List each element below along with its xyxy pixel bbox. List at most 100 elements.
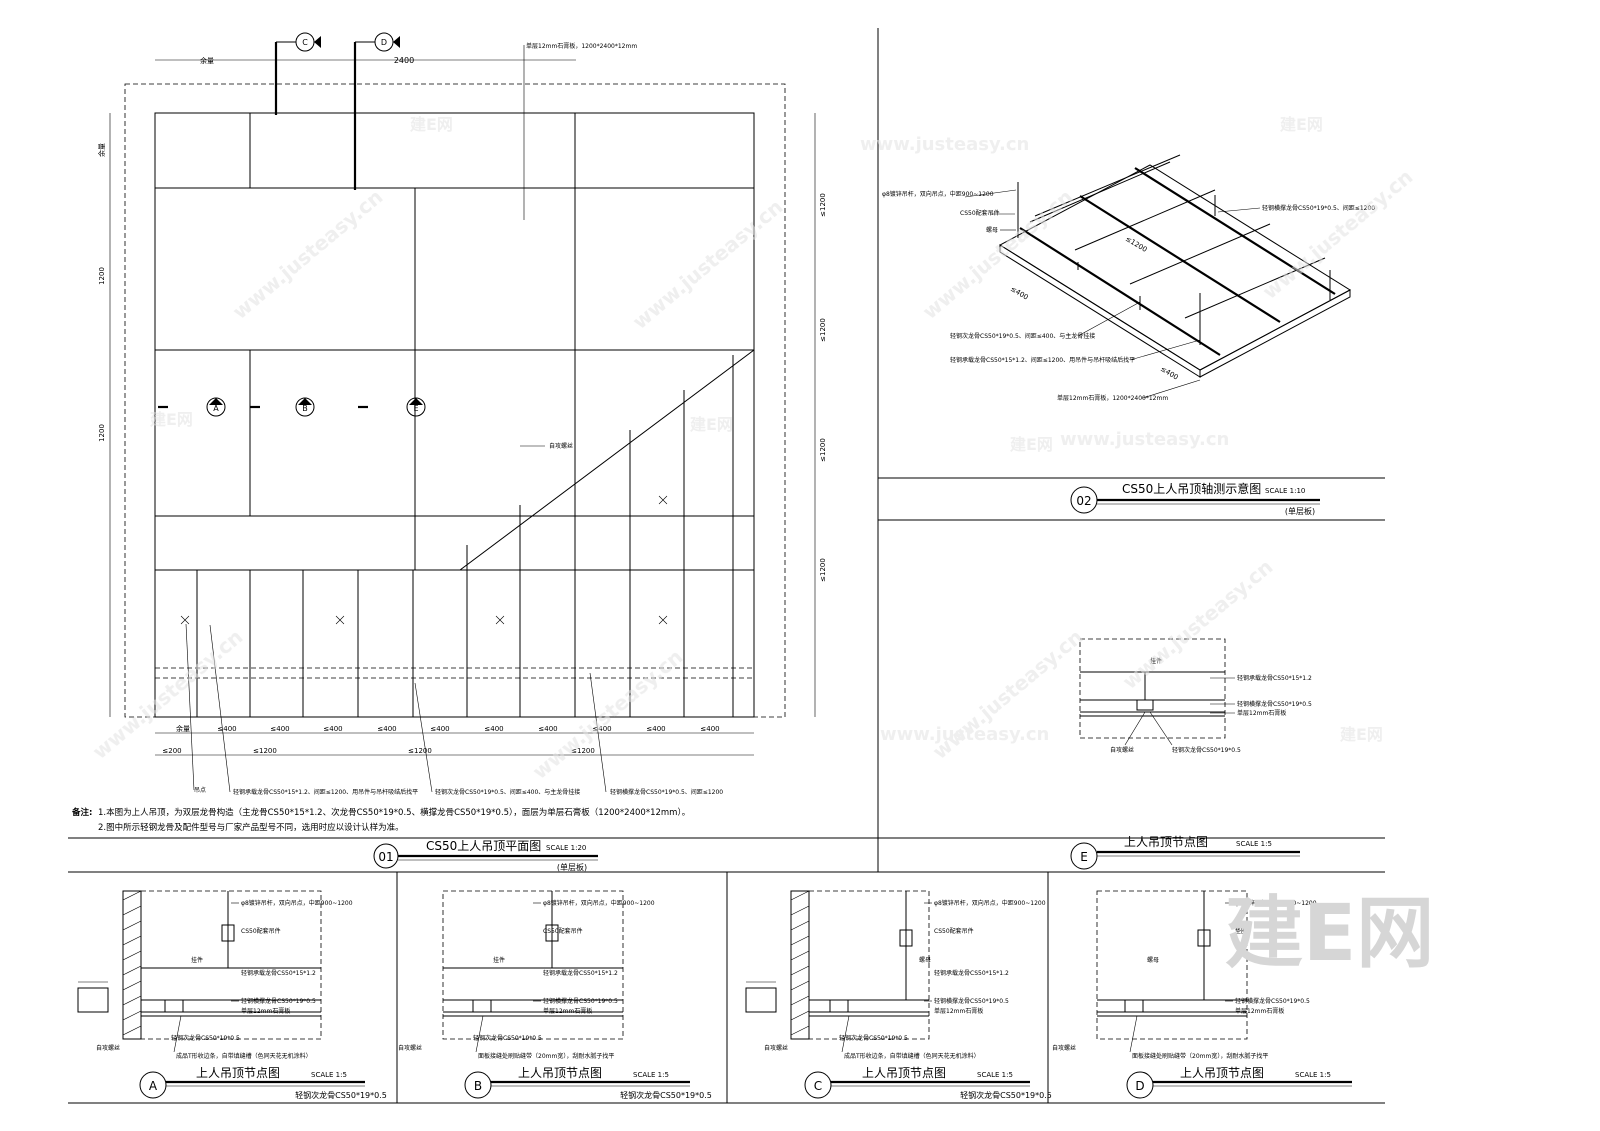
watermark-brand-1: 建E网: [150, 410, 193, 429]
plan-main-keel-label: 轻钢承载龙骨CS50*15*1.2、间距≤1200、用吊件与吊杆吸结后找平: [233, 788, 418, 796]
iso-sub: (单层板): [1285, 506, 1315, 516]
detail-c-cross: 轻钢横撑龙骨CS50*19*0.5: [934, 997, 1009, 1005]
dimension-lines: 2400 余量 1200 1200 余量 ≤1200 ≤1200 ≤1200 ≤…: [97, 56, 827, 756]
iso-board-label: 单层12mm石膏板，1200*2400*12mm: [1057, 394, 1168, 402]
watermark-site-6: www.justeasy.cn: [528, 644, 688, 783]
watermark-site-5: www.justeasy.cn: [88, 624, 248, 763]
detail-a-extra1: 自攻螺丝: [96, 1044, 120, 1052]
detail-a-sub-board: 轻钢次龙骨CS50*19*0.5: [295, 1090, 387, 1100]
iso-title: CS50上人吊顶轴测示意图: [1122, 481, 1261, 496]
detail-b-sub-board: 轻钢次龙骨CS50*19*0.5: [620, 1090, 712, 1100]
detail-b-letter: B: [474, 1079, 482, 1093]
detail-b: [442, 890, 624, 1040]
dim-400-7: ≤400: [538, 725, 557, 733]
detail-c-scale: SCALE 1:5: [977, 1071, 1013, 1079]
iso-cross-label: 轻钢横撑龙骨CS50*19*0.5、间距≤1200: [1262, 204, 1375, 212]
detail-a-cross: 轻钢横撑龙骨CS50*19*0.5: [241, 997, 316, 1005]
detail-c-hanger: CS50配套吊件: [934, 927, 974, 935]
watermark-site-8: www.justeasy.cn: [1118, 554, 1278, 693]
section-marker-c: C: [302, 38, 308, 47]
dim-400-2: ≤400: [270, 725, 289, 733]
detail-c-extra1: 自攻螺丝: [764, 1044, 788, 1052]
dim-1200-left-a: 1200: [98, 267, 106, 285]
plan-hanger-point-label: 吊点: [194, 786, 206, 794]
detail-b-board: 单层12mm石膏板: [543, 1007, 592, 1015]
watermark-site-11: www.justeasy.cn: [880, 724, 1049, 745]
dim-400-1: ≤400: [217, 725, 236, 733]
plan-leaders: 单层12mm石膏板，1200*2400*12mm 自攻螺丝 吊点 轻钢承载龙骨C…: [185, 42, 723, 796]
detail-c-letter: C: [814, 1079, 822, 1093]
detail-labels: φ8镀锌吊杆，双向吊点，中距900~1200CS50配套吊件挂件轻钢承载龙骨CS…: [96, 899, 1352, 1100]
dim-400-3: ≤400: [323, 725, 342, 733]
dim-top-label: 2400: [394, 56, 414, 65]
detail-e-sub: 轻钢次龙骨CS50*19*0.5: [1172, 746, 1241, 754]
detail-e-hang: 挂件: [1150, 657, 1162, 665]
detail-d-board: 单层12mm石膏板: [1235, 1007, 1284, 1015]
plan-sub: (单层板): [557, 862, 587, 872]
detail-b-hanger: CS50配套吊件: [543, 927, 583, 935]
detail-c-extra2: 成品T形收边条，自带填缝槽（色同天花无机涂料）: [844, 1052, 980, 1060]
detail-d-title: 上人吊顶节点图: [1180, 1066, 1264, 1080]
detail-a-extra2: 成品T形收边条，自带填缝槽（色同天花无机涂料）: [176, 1052, 312, 1060]
detail-e-main: 轻钢承载龙骨CS50*15*1.2: [1237, 674, 1312, 682]
detail-d-rod: φ8镀锌吊杆，中距900~1200: [1235, 899, 1317, 907]
detail-b-extra1: 自攻螺丝: [398, 1044, 422, 1052]
dim-bottom-margin: 余量: [176, 724, 190, 733]
ceiling-plan: 2400 余量 1200 1200 余量 ≤1200 ≤1200 ≤1200 ≤…: [71, 32, 827, 872]
watermark-site-1: www.justeasy.cn: [228, 184, 388, 323]
plan-note-1: 1.本图为上人吊顶，为双层龙骨构造（主龙骨CS50*15*1.2、次龙骨CS50…: [98, 807, 690, 818]
detail-c-sub: 轻钢次龙骨CS50*19*0.5: [839, 1034, 908, 1042]
detail-e: 挂件 轻钢承载龙骨CS50*15*1.2 轻钢横撑龙骨CS50*19*0.5 单…: [1070, 638, 1312, 870]
detail-a-letter: A: [149, 1079, 158, 1093]
plan-cross-keel-label: 轻钢横撑龙骨CS50*19*0.5、间距≤1200: [610, 788, 723, 796]
dim-right-c: ≤1200: [819, 438, 827, 462]
iso-dim-400-a: ≤400: [1009, 285, 1030, 302]
plan-note-label: 备注:: [71, 807, 92, 818]
section-marker-e: E: [413, 404, 418, 413]
dim-right-d: ≤1200: [819, 558, 827, 582]
detail-d-scale: SCALE 1:5: [1295, 1071, 1331, 1079]
detail-a-circle: [139, 1071, 167, 1099]
detail-d: [1096, 890, 1248, 1040]
watermark-brand-5: 建E网: [1280, 115, 1323, 134]
detail-a-hanger: CS50配套吊件: [241, 927, 281, 935]
detail-d-hang: 螺母: [1147, 956, 1159, 964]
watermark-site-10: www.justeasy.cn: [1060, 429, 1229, 450]
dim-right-b: ≤1200: [819, 318, 827, 342]
detail-b-scale: SCALE 1:5: [633, 1071, 669, 1079]
hanger-points: [180, 495, 668, 625]
detail-b-main: 轻钢承载龙骨CS50*15*1.2: [543, 969, 618, 977]
watermark-brand-3: 建E网: [690, 415, 733, 434]
plan-board-label: 单层12mm石膏板，1200*2400*12mm: [526, 42, 637, 50]
watermark-site-4: www.justeasy.cn: [1258, 164, 1418, 303]
watermark-brand-4: 建E网: [1010, 435, 1053, 454]
detail-b-title: 上人吊顶节点图: [518, 1066, 602, 1080]
detail-d-circle: [1126, 1071, 1154, 1099]
leader-line: [173, 1015, 182, 1053]
detail-a-rod: φ8镀锌吊杆，双向吊点，中距900~1200: [241, 899, 353, 907]
watermark-brand-2: 建E网: [410, 115, 453, 134]
isometric-view: φ8镀锌吊杆，双向吊点，中距900~1200 CS50配套吊件 螺母 轻钢横撑龙…: [882, 154, 1375, 516]
detail-c-hang: 螺母: [919, 956, 931, 964]
leader-line: [841, 1015, 850, 1053]
detail-c-board: 单层12mm石膏板: [934, 1007, 983, 1015]
dim-1200-b2: ≤1200: [408, 747, 432, 755]
iso-number: 02: [1076, 494, 1091, 508]
detail-a: [77, 890, 322, 1040]
detail-c: [745, 890, 930, 1040]
detail-b-hang: 挂件: [493, 956, 505, 964]
dim-400-9: ≤400: [646, 725, 665, 733]
detail-b-rod: φ8镀锌吊杆，双向吊点，中距900~1200: [543, 899, 655, 907]
dim-1200-b1: ≤1200: [253, 747, 277, 755]
section-marker-b: B: [302, 404, 308, 413]
plan-number: 01: [378, 850, 393, 864]
leader-line: [475, 1015, 484, 1053]
detail-a-hang: 挂件: [191, 956, 203, 964]
detail-e-letter: E: [1080, 850, 1088, 864]
detail-b-cross: 轻钢横撑龙骨CS50*19*0.5: [543, 997, 618, 1005]
section-marker-d: D: [381, 38, 387, 47]
watermark-brand-6: 建E网: [1340, 725, 1383, 744]
iso-main-keel-label: 轻钢承载龙骨CS50*15*1.2、间距≤1200、用吊件与吊杆吸结后找平: [950, 356, 1135, 364]
detail-c-circle: [804, 1071, 832, 1099]
brand-logo-watermark: 建E网: [1225, 889, 1434, 979]
